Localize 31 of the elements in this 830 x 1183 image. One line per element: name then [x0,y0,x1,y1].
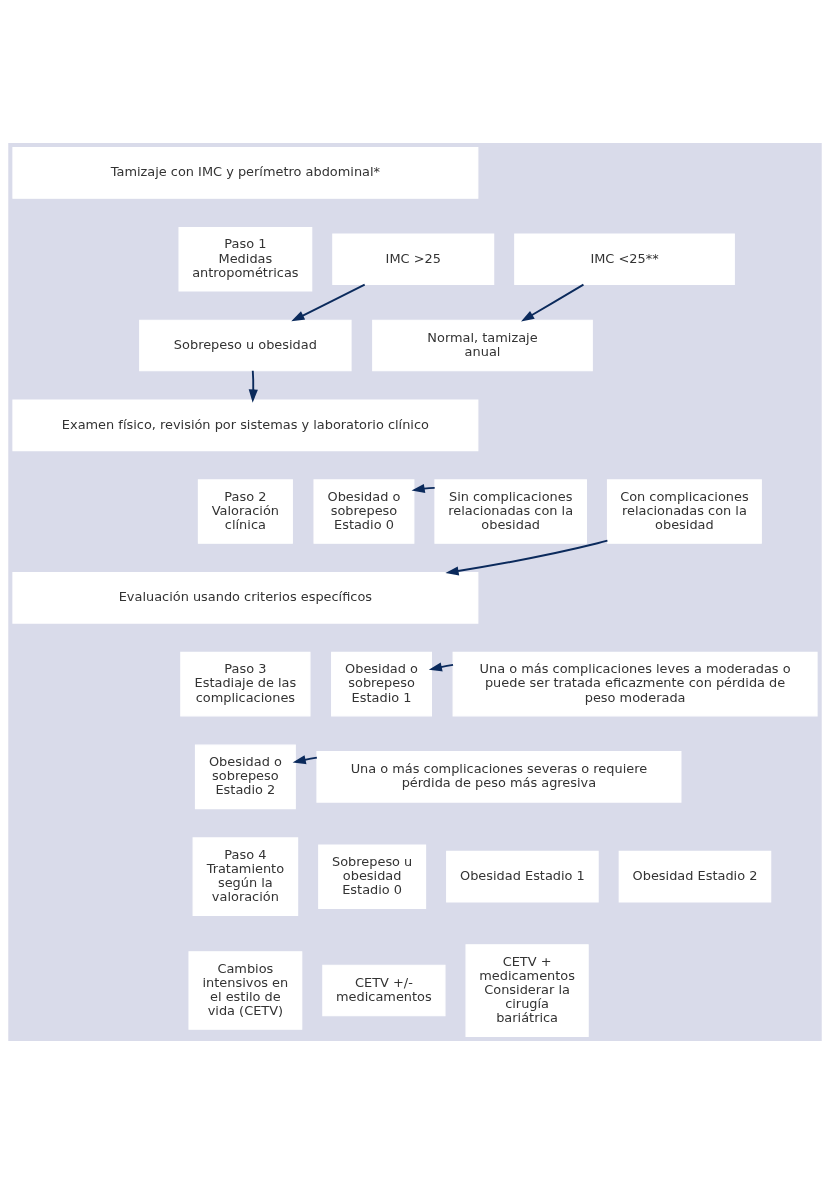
node-box: Una o más complicaciones leves a moderadas o puede ser tratada eficazmente con pérdida de peso moderada [452,651,818,716]
node-box: Obesidad Estadio 1 [446,850,599,902]
node-box: Sin complicaciones relacionadas con la obesidad [434,478,587,544]
node-box: Obesidad o sobrepeso Estadio 1 [331,651,432,716]
node-box: CETV +/- medicamentos [322,964,446,1016]
node-box: Paso 3 Estadiaje de las complicaciones [180,651,311,716]
node-box: Obesidad o sobrepeso Estadio 0 [313,478,415,544]
node-box: Una o más complicaciones severas o requiere pérdida de peso más agresiva [316,750,682,803]
arrow [291,283,366,321]
arrow [292,754,318,764]
node-box: Normal, tamizaje anual [372,319,593,371]
node-box: Cambios intensivos en el estilo de vida (CETV) [188,950,303,1030]
node-box: Paso 4 Tratamiento según la valoración [192,836,299,916]
arrow [411,483,436,493]
node-box: Obesidad o sobrepeso Estadio 2 [194,744,296,809]
arrow [521,283,585,322]
node-box: Obesidad Estadio 2 [618,850,772,902]
node-box: IMC <25** [514,232,735,285]
arrow [428,661,454,671]
node-box: Sobrepeso u obesidad [139,319,352,371]
node-box: Evaluación usando criterios específicos [12,571,479,624]
node-box: CETV + medicamentos Considerar la cirugía bariátrica [465,943,589,1037]
arrow [445,539,609,575]
node-box: IMC >25 [332,232,495,285]
node-box: Paso 2 Valoración clínica [197,478,293,544]
node-box: Con complicaciones relacionadas con la obesidad [606,478,762,544]
node-box: Tamizaje con IMC y perímetro abdominal* [12,146,479,199]
node-box: Paso 1 Medidas antropométricas [178,226,313,291]
node-box: Sobrepeso u obesidad Estadio 0 [318,843,427,909]
node-box: Examen físico, revisión por sistemas y laboratorio clínico [12,399,479,451]
arrow [248,369,258,403]
